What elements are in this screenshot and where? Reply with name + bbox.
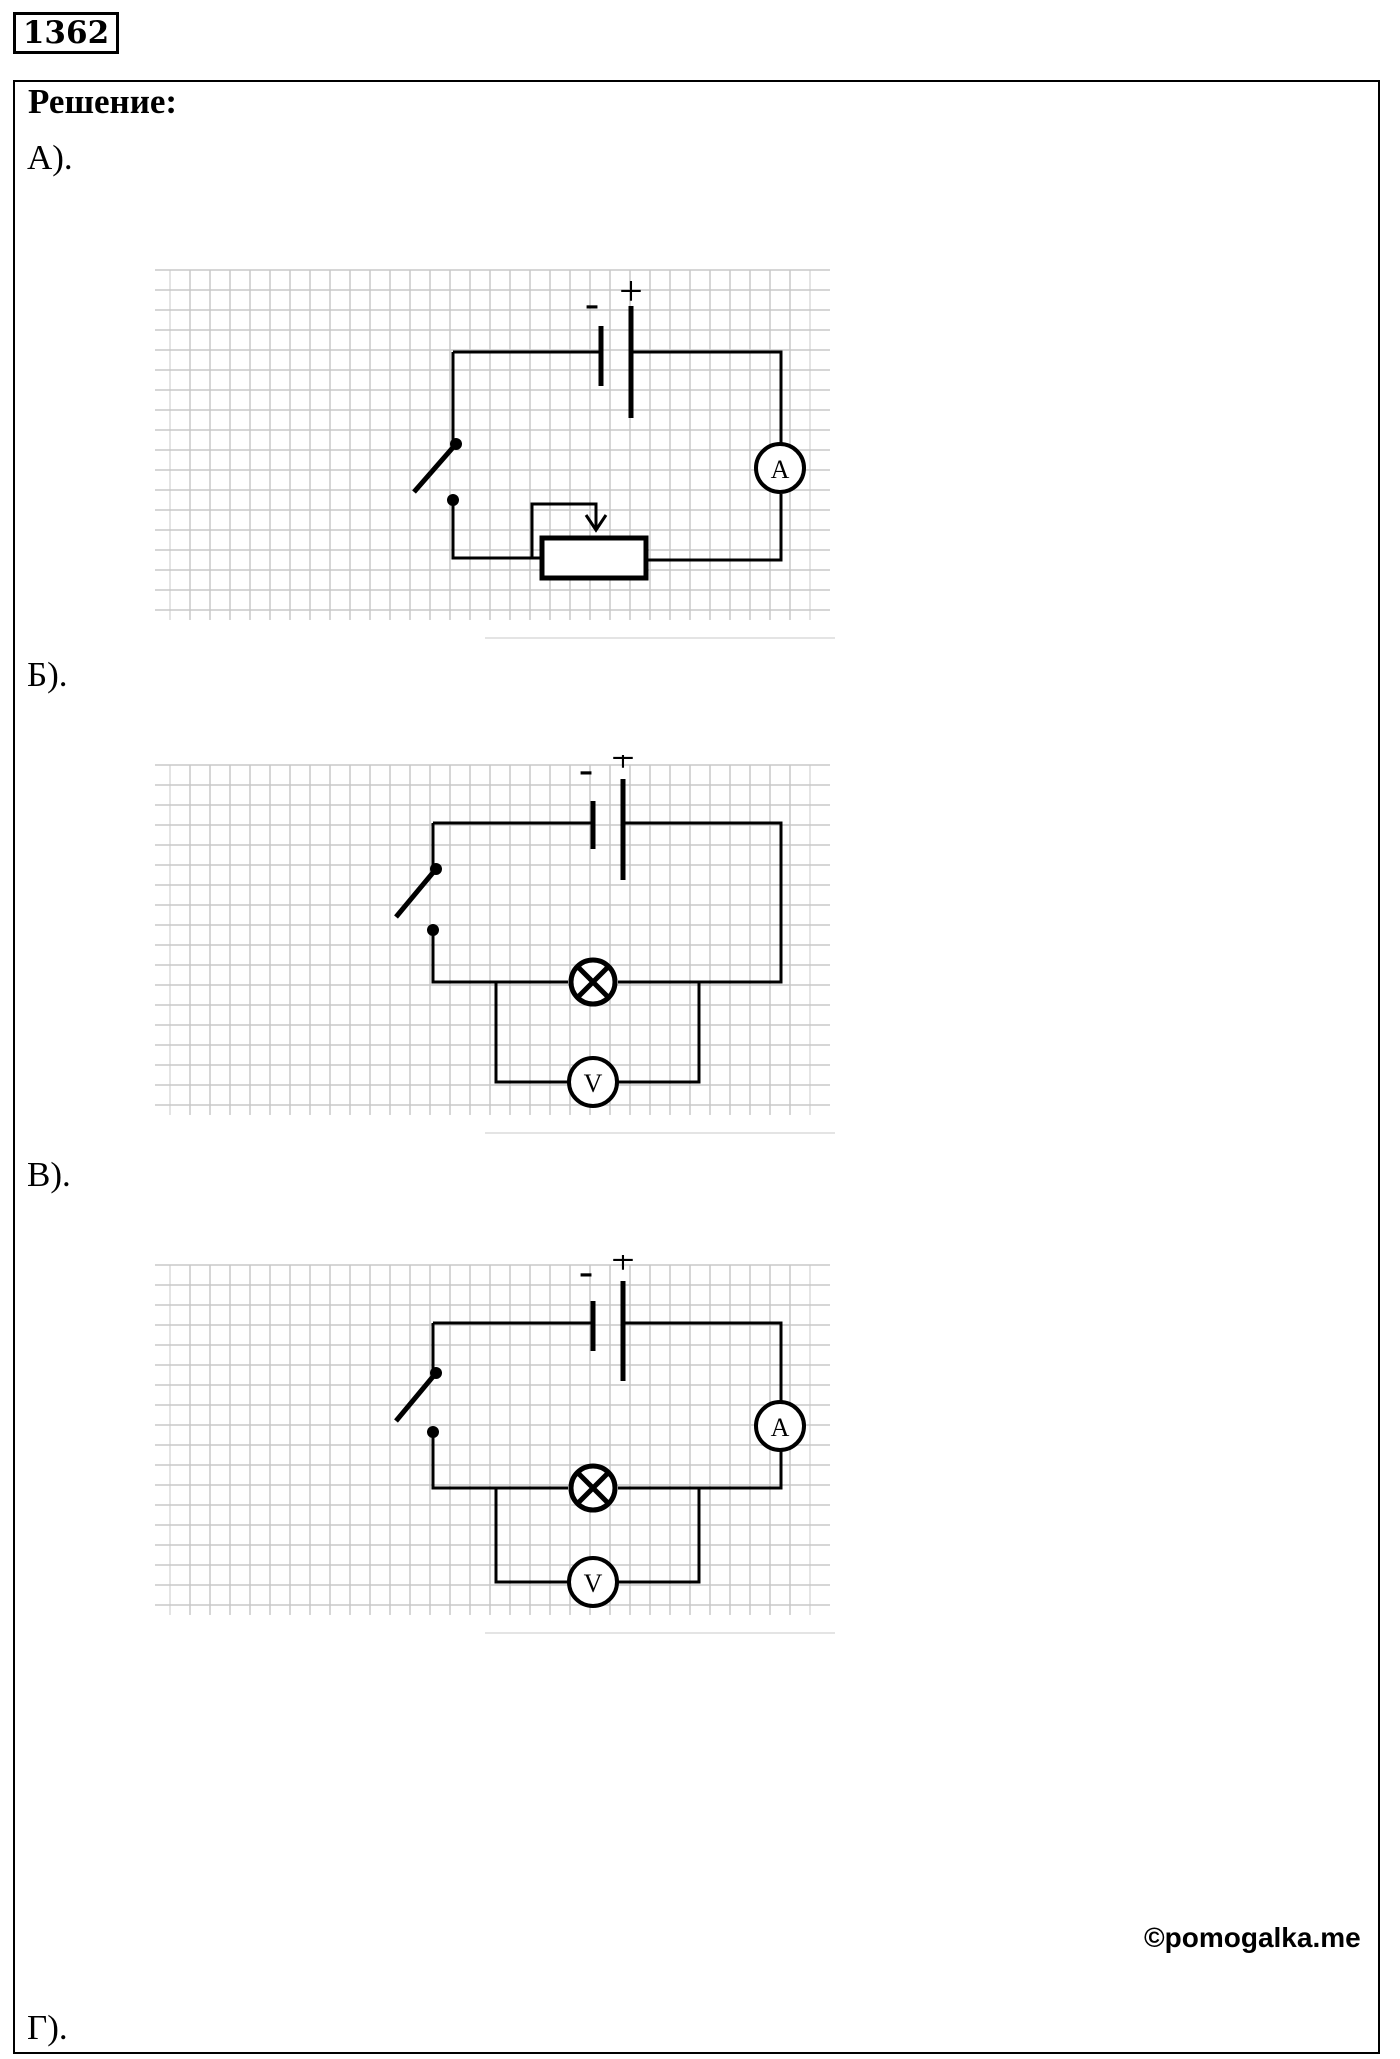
switch-symbol	[394, 1367, 442, 1438]
wire	[623, 1321, 783, 1402]
battery-plus-sign: +	[611, 1255, 635, 1284]
wire	[494, 1488, 568, 1584]
battery-minus-sign: -	[585, 281, 599, 327]
battery-symbol	[590, 1281, 626, 1381]
voltmeter-symbol	[567, 1056, 619, 1108]
ammeter-symbol	[754, 1400, 806, 1452]
wire	[618, 982, 701, 1084]
wire	[494, 982, 568, 1084]
lamp-symbol	[568, 957, 618, 1007]
ammeter-symbol	[754, 442, 806, 494]
battery-minus-sign: -	[579, 755, 593, 793]
circuit-diagram-v: - + A V	[155, 1255, 835, 1634]
wire	[631, 350, 783, 445]
battery-symbol	[590, 779, 626, 880]
battery-plus-sign: +	[611, 755, 635, 782]
switch-symbol	[412, 438, 462, 506]
lamp-symbol	[568, 1463, 618, 1513]
grid-paper	[155, 269, 835, 639]
wire	[618, 1488, 701, 1584]
rheostat-symbol	[539, 514, 649, 581]
voltmeter-label: V	[584, 1069, 603, 1098]
wire	[431, 1432, 568, 1490]
circuit-diagram-b: - + V	[155, 755, 835, 1134]
battery-symbol	[598, 306, 634, 418]
part-label-b: Б).	[27, 655, 68, 694]
part-label-a: А).	[27, 138, 73, 177]
voltmeter-label: V	[584, 1569, 603, 1598]
switch-symbol	[394, 863, 442, 936]
solution-heading: Решение:	[28, 82, 178, 121]
solution-frame	[13, 80, 1380, 2054]
part-label-v: В).	[27, 1155, 71, 1194]
battery-minus-sign: -	[579, 1255, 593, 1295]
watermark: ©pomogalka.me	[1144, 1922, 1361, 1953]
wire	[530, 502, 598, 558]
voltmeter-symbol	[567, 1556, 619, 1608]
task-number: 1362	[13, 12, 119, 54]
circuit-diagram-a: - + A	[155, 269, 835, 639]
wire	[451, 500, 542, 560]
ammeter-label: A	[771, 455, 790, 484]
wire	[618, 821, 783, 984]
wire	[431, 930, 568, 984]
battery-plus-sign: +	[619, 269, 643, 315]
wire	[618, 1450, 783, 1490]
wire	[646, 494, 783, 562]
ammeter-label: A	[771, 1413, 790, 1442]
part-label-g: Г).	[27, 2008, 68, 2047]
